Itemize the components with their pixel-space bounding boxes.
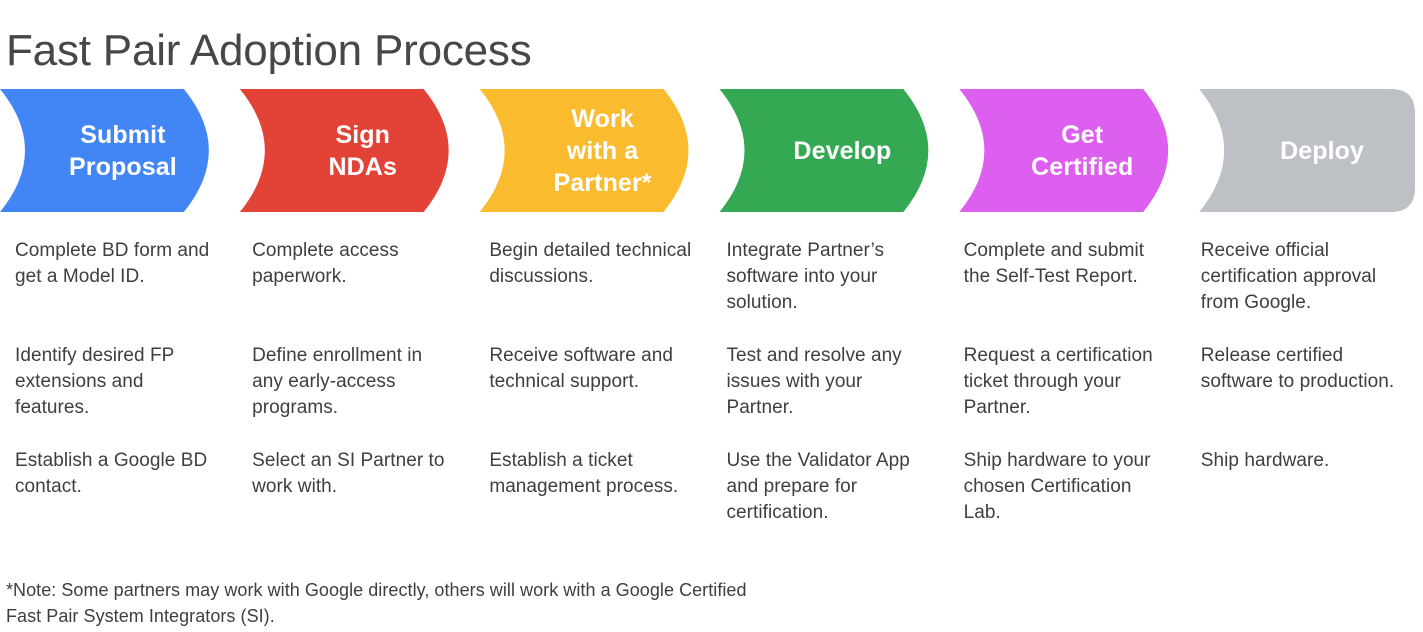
stage-bullet: Ship hardware to your chosen Certificati…: [963, 450, 1151, 524]
stage-bullet-slot: Define enrollment in any early-access pr…: [252, 343, 456, 448]
stage-bullet-list: Receive official certification approval …: [1201, 238, 1405, 474]
stage-bullet: Select an SI Partner to work with.: [252, 450, 445, 498]
stage-bullet-slot: Complete and submit the Self-Test Report…: [964, 238, 1168, 343]
stage-arrow[interactable]: [479, 89, 689, 212]
stage-bullet: Test and resolve any issues with your Pa…: [726, 345, 902, 419]
stage-bullet: Request a certification ticket through y…: [963, 345, 1153, 419]
stage-bullet-slot: Integrate Partner’s software into your s…: [726, 238, 930, 343]
stage-bullet-slot: Ship hardware to your chosen Certificati…: [964, 448, 1168, 527]
stage-bullet-slot: Establish a ticket management process.: [489, 448, 693, 500]
stage-detail-column: Complete access paperwork. Define enrollm…: [237, 238, 474, 558]
stage-detail-column: Complete BD form and get a Model ID. Iden…: [0, 238, 237, 558]
stage-bullet-list: Complete access paperwork. Define enrollm…: [252, 238, 456, 500]
stage-bullet: Integrate Partner’s software into your s…: [726, 240, 885, 314]
stage-bullet-slot: Ship hardware.: [1201, 448, 1405, 474]
stage-bullet: Ship hardware.: [1200, 450, 1330, 471]
stage-bullet-slot: Identify desired FP extensions and featu…: [15, 343, 219, 448]
stage-bullet: Receive official certification approval …: [1200, 240, 1377, 314]
stage-bullet-list: Complete BD form and get a Model ID. Iden…: [15, 238, 219, 500]
stage-detail-column: Receive official certification approval …: [1186, 238, 1423, 558]
stage-arrow[interactable]: [959, 89, 1169, 212]
stage-bullet-slot: Test and resolve any issues with your Pa…: [726, 343, 930, 448]
stage-bullet-list: Begin detailed technical discussions. Rec…: [489, 238, 693, 500]
footnote: *Note: Some partners may work with Googl…: [6, 580, 747, 626]
stage-arrow[interactable]: [1199, 89, 1415, 212]
stage-bullet-list: Integrate Partner’s software into your s…: [726, 238, 930, 527]
stage-bullet-list: Complete and submit the Self-Test Report…: [964, 238, 1168, 527]
stage-bullet: Release certified software to production…: [1200, 345, 1395, 393]
stage-detail-column: Complete and submit the Self-Test Report…: [949, 238, 1186, 558]
stage-bullet: Complete BD form and get a Model ID.: [15, 240, 210, 288]
stage-detail-column: Begin detailed technical discussions. Rec…: [474, 238, 711, 558]
stage-bullet: Establish a ticket management process.: [489, 450, 679, 498]
stage-bullet-slot: Use the Validator App and prepare for ce…: [726, 448, 930, 527]
stage-bullet-slot: Complete BD form and get a Model ID.: [15, 238, 219, 343]
stage-bullet: Complete access paperwork.: [252, 240, 399, 288]
stage-bullet: Define enrollment in any early-access pr…: [252, 345, 423, 419]
stage-bullet-slot: Request a certification ticket through y…: [964, 343, 1168, 448]
stage-bullet: Begin detailed technical discussions.: [489, 240, 692, 288]
stage-bullet: Identify desired FP extensions and featu…: [15, 345, 175, 419]
stage-arrows-svg: [0, 89, 1415, 212]
stage-bullet: Use the Validator App and prepare for ce…: [726, 450, 910, 524]
stage-bullet-slot: Establish a Google BD contact.: [15, 448, 219, 500]
stage-detail-column: Integrate Partner’s software into your s…: [711, 238, 948, 558]
stage-bullet-slot: Complete access paperwork.: [252, 238, 456, 343]
stage-arrow[interactable]: [719, 89, 929, 212]
stage-arrow[interactable]: [239, 89, 449, 212]
stage-bullet: Establish a Google BD contact.: [15, 450, 208, 498]
stage-bullet-slot: Begin detailed technical discussions.: [489, 238, 693, 343]
stage-bullet-slot: Select an SI Partner to work with.: [252, 448, 456, 500]
page-title: Fast Pair Adoption Process: [6, 26, 532, 76]
stage-bullet-slot: Receive software and technical support.: [489, 343, 693, 448]
stage-bullet: Complete and submit the Self-Test Report…: [963, 240, 1145, 288]
stage-detail-columns: Complete BD form and get a Model ID. Iden…: [0, 238, 1423, 558]
stage-bullet: Receive software and technical support.: [489, 345, 674, 393]
stage-arrow[interactable]: [0, 89, 209, 212]
stage-bullet-slot: Release certified software to production…: [1201, 343, 1405, 448]
stage-bullet-slot: Receive official certification approval …: [1201, 238, 1405, 343]
